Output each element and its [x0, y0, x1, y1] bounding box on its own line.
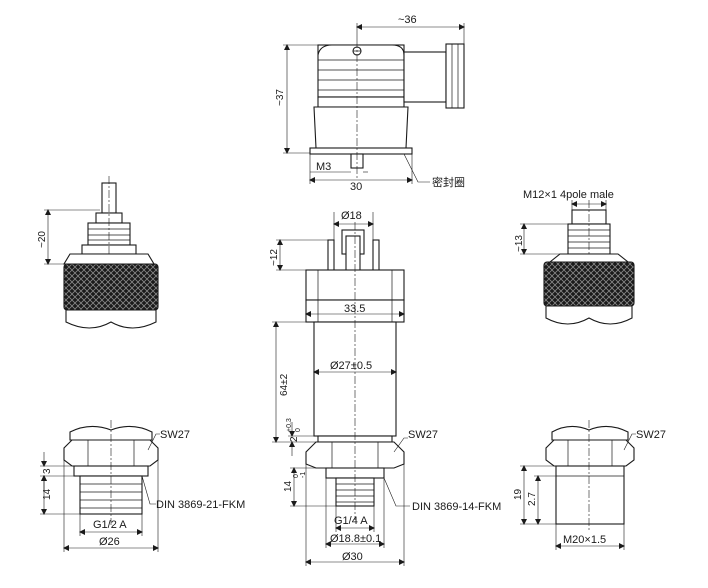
label-wrench-right: SW27: [636, 429, 666, 441]
dim-left-3: 3: [42, 468, 53, 474]
label-wrench-left: SW27: [160, 429, 190, 441]
cable-gland-dimensions: ~20: [37, 209, 100, 265]
dim-gap-sub: 0: [295, 428, 302, 432]
g-half-dimensions: SW27 3 14 DIN 3869-21-FKM G1/2 A Ø26: [40, 429, 245, 552]
dim-body-length: 64±2: [279, 373, 290, 396]
dim-m20: M20×1.5: [563, 534, 606, 546]
label-wrench-center: SW27: [408, 429, 438, 441]
label-m12: M12×1 4pole male: [523, 189, 614, 201]
m12-connector-view: [543, 200, 635, 325]
dim-connector-height: ~37: [275, 89, 286, 106]
din-connector-view: [309, 40, 465, 180]
cable-gland-view: [63, 176, 159, 329]
dim-pin-dia: Ø18: [341, 210, 362, 222]
connector-dimensions: ~36 ~37 M3 30 密封圈: [275, 14, 465, 193]
m12-dimensions: M12×1 4pole male ~13: [514, 189, 614, 255]
dim-dia-18-8: Ø18.8±0.1: [330, 533, 381, 545]
dim-dia-26: Ø26: [99, 536, 120, 548]
dim-dia-30: Ø30: [342, 551, 363, 563]
dim-thread-g-half: G1/2 A: [93, 519, 127, 531]
dim-connector-width: ~36: [398, 14, 417, 26]
dim-right-19: 19: [513, 488, 524, 500]
dim-m12-length: ~13: [514, 235, 525, 252]
label-seal: 密封圈: [432, 175, 465, 189]
m20-dimensions: SW27 19 2.7 M20×1.5: [513, 429, 666, 550]
dim-body-dia: Ø27±0.5: [330, 360, 372, 372]
g-half-fitting-view: [63, 420, 159, 525]
dim-cable-length: ~20: [37, 231, 48, 248]
dim-thread-g-quarter: G1/4 A: [334, 515, 368, 527]
dim-connector-base: 30: [350, 181, 362, 193]
m20-fitting-view: [545, 420, 635, 530]
dim-gap-main: 2: [289, 436, 300, 442]
dim-thread-length-main: 14: [283, 480, 294, 492]
label-din-center: DIN 3869-14-FKM: [412, 501, 501, 513]
dim-screw: M3: [316, 161, 331, 173]
dim-left-14: 14: [42, 488, 53, 500]
dim-gap-sup: +0.3: [286, 418, 293, 432]
dim-thread-length-sup: 0: [293, 474, 300, 478]
dim-flange: 33.5: [344, 303, 365, 315]
dim-right-27: 2.7: [527, 492, 538, 506]
transmitter-dimensions: Ø18 ~12 33.5 Ø27±0.5 64±2 2 +0.3 0 SW27 …: [269, 210, 501, 566]
label-din-left: DIN 3869-21-FKM: [156, 499, 245, 511]
dim-top-length: ~12: [269, 249, 280, 266]
dim-thread-length-sub: -1: [300, 472, 307, 478]
